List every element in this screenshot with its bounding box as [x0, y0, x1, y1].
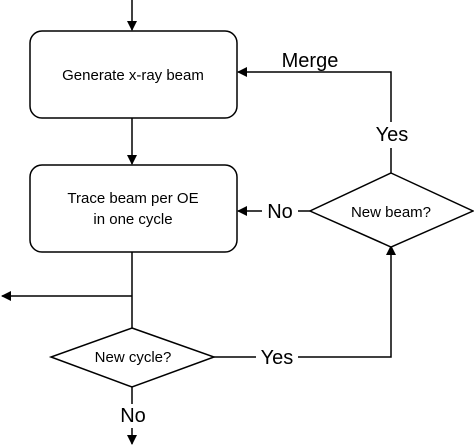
node-trace-beam: Trace beam per OE in one cycle [29, 164, 238, 253]
node-trace-label-line2: in one cycle [93, 211, 172, 228]
merge-label: Merge [282, 50, 339, 72]
decision-new-beam-diamond [308, 172, 474, 248]
beam-yes-label: Yes [376, 124, 409, 146]
beam-no-label: No [267, 201, 293, 223]
merge-to-generate-arrow [237, 67, 392, 122]
node-generate-label: Generate x-ray beam [62, 67, 204, 84]
cycle-yes-to-new-beam-arrow [298, 245, 396, 358]
cycle-no-label: No [120, 405, 146, 427]
node-generate-xray-beam: Generate x-ray beam [29, 30, 238, 119]
decision-new-beam-label: New beam? [351, 204, 431, 221]
node-trace-label-line1: Trace beam per OE [67, 190, 198, 207]
cycle-yes-label: Yes [261, 347, 294, 369]
decision-new-cycle-label: New cycle? [95, 349, 172, 366]
node-trace-box [29, 164, 238, 253]
decision-new-beam: New beam? [308, 172, 474, 248]
decision-new-cycle: New cycle? [48, 327, 217, 388]
